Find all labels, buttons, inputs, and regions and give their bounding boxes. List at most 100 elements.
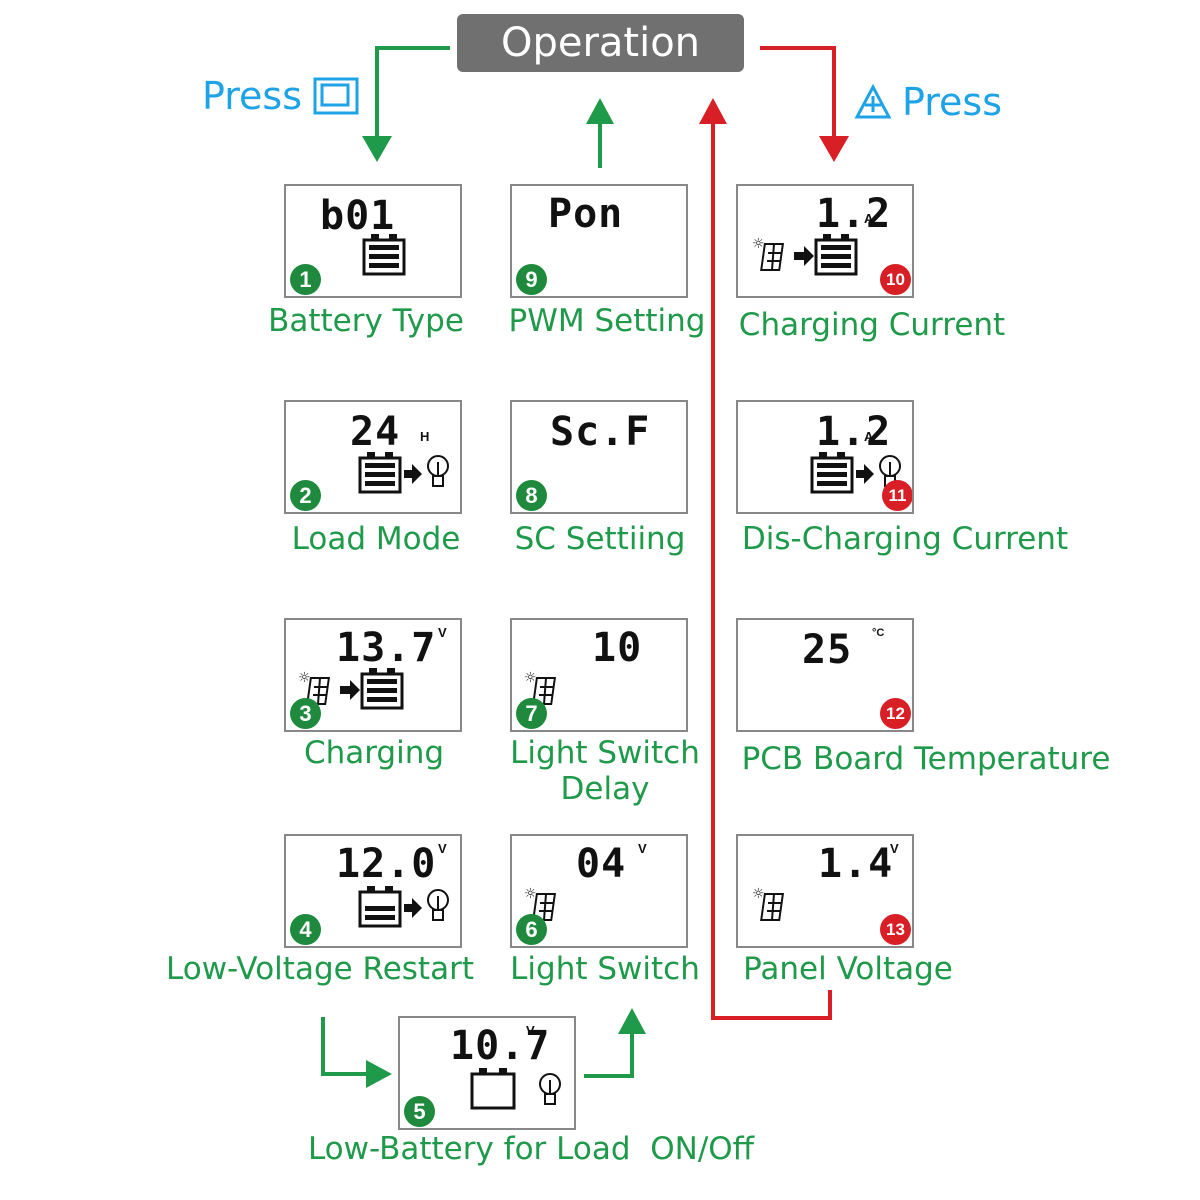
lcd-value: 1.2 <box>816 191 892 237</box>
lcd-value: 1.2 <box>816 409 892 455</box>
step-label-light-switch: Light Switch <box>510 951 700 987</box>
press-up-label: Press <box>902 80 1003 124</box>
press-up-hint: Press <box>854 80 1002 124</box>
lcd-unit: °C <box>872 627 885 639</box>
arrow-right-icon <box>404 464 422 484</box>
step-number-badge: 4 <box>290 914 321 945</box>
arrow-to-charging-current <box>760 46 836 140</box>
step-number-badge: 11 <box>882 480 912 511</box>
lcd-screen-pcb-temperature: 25 °C 12 <box>736 618 914 732</box>
step-label-charging: Charging <box>303 735 445 771</box>
step-number-badge: 1 <box>290 264 321 295</box>
battery-icon <box>810 452 854 494</box>
battery-icon <box>362 234 406 276</box>
lcd-unit: A <box>864 429 874 444</box>
bulb-icon <box>539 1073 561 1105</box>
step-label-discharging-current: Dis-Charging Current <box>741 521 1069 557</box>
step-label-light-switch-delay: Light Switch Delay <box>500 735 710 807</box>
battery-icon <box>358 452 402 494</box>
svg-text:☼: ☼ <box>524 886 537 902</box>
lcd-screen-light-switch: 04 V ☼ 6 <box>510 834 688 948</box>
lcd-screen-charging: 13.7 V ☼ 3 <box>284 618 462 732</box>
svg-text:☼: ☼ <box>752 886 765 902</box>
press-menu-hint: Press <box>202 74 360 118</box>
step-number-badge: 10 <box>880 264 911 295</box>
up-button-icon <box>854 84 892 119</box>
lcd-screen-charging-current: 1.2 A ☼ 10 <box>736 184 914 298</box>
lcd-unit: V <box>890 841 899 856</box>
arrowhead-to-battery-type <box>362 136 392 162</box>
step-number-badge: 6 <box>516 914 547 945</box>
battery-icon <box>814 234 858 276</box>
step-number-badge: 12 <box>880 698 911 729</box>
lcd-screen-pwm-setting: Pon 9 <box>510 184 688 298</box>
step-label-low-battery-load: Low-Battery for Load ON/Off <box>307 1131 755 1167</box>
operation-box: Operation <box>457 14 744 72</box>
arrow-right-icon <box>340 680 360 700</box>
step-label-low-voltage-restart: Low-Voltage Restart <box>166 951 474 987</box>
lcd-value: 13.7 <box>336 625 437 671</box>
lcd-value: b01 <box>320 193 396 239</box>
arrow-right-icon <box>404 898 422 918</box>
step-label-sc-setting: SC Settiing <box>514 521 686 557</box>
step-number-badge: 2 <box>290 480 321 511</box>
battery-low-icon <box>358 886 402 928</box>
lcd-value: Pon <box>548 191 624 237</box>
lcd-screen-load-mode: 24 H 2 <box>284 400 462 514</box>
arrow-right-icon <box>794 246 814 266</box>
step-label-battery-type: Battery Type <box>268 303 464 339</box>
arrow-to-low-battery <box>321 1017 370 1076</box>
lcd-value: Sc.F <box>550 409 651 455</box>
lcd-value: 25 <box>802 627 853 673</box>
svg-text:☼: ☼ <box>298 670 311 686</box>
lcd-unit: V <box>638 841 647 856</box>
arrowhead-to-light-switch <box>618 1008 646 1034</box>
step-label-pwm-setting: PWM Setting <box>508 303 706 339</box>
lcd-screen-battery-type: b01 1 <box>284 184 462 298</box>
lcd-screen-light-switch-delay: 10 ☼ 7 <box>510 618 688 732</box>
arrowhead-to-operation <box>586 98 614 124</box>
arrowhead-return-red <box>699 98 727 124</box>
step-label-load-mode: Load Mode <box>291 521 461 557</box>
bulb-icon <box>427 889 449 921</box>
sun-panel-icon: ☼ <box>752 236 785 271</box>
step-label-charging-current: Charging Current <box>738 307 1006 343</box>
lcd-unit: V <box>438 625 447 640</box>
step-number-badge: 3 <box>290 698 321 729</box>
lcd-value: 1.4 <box>818 841 894 887</box>
step-number-badge: 9 <box>516 264 547 295</box>
lcd-screen-discharging-current: 1.2 A 11 <box>736 400 914 514</box>
lcd-value: 04 <box>576 841 627 887</box>
bulb-icon <box>427 455 449 487</box>
arrow-to-light-switch <box>584 1030 634 1078</box>
lcd-value: 24 <box>350 409 401 455</box>
arrowhead-to-charging-current <box>819 136 849 162</box>
lcd-screen-low-voltage-restart: 12.0 V 4 <box>284 834 462 948</box>
operation-label: Operation <box>500 20 701 66</box>
lcd-value: 10 <box>592 625 643 671</box>
press-menu-label: Press <box>202 74 303 118</box>
step-number-badge: 13 <box>880 914 911 945</box>
step-number-badge: 7 <box>516 698 547 729</box>
arrow-right-icon <box>856 464 874 484</box>
lcd-screen-panel-voltage: 1.4 V ☼ 13 <box>736 834 914 948</box>
lcd-unit: H <box>420 429 430 444</box>
arrowhead-to-low-battery <box>366 1060 392 1088</box>
lcd-unit: V <box>438 841 447 856</box>
label-line-2: Delay <box>560 770 650 807</box>
lcd-screen-low-battery-load: 10.7 V 5 <box>398 1016 576 1130</box>
step-number-badge: 5 <box>404 1096 435 1127</box>
lcd-unit: V <box>526 1023 535 1038</box>
empty-battery-icon <box>470 1068 516 1110</box>
label-line-1: Light Switch <box>510 735 700 771</box>
arrow-to-battery-type <box>375 46 450 140</box>
step-number-badge: 8 <box>516 480 547 511</box>
menu-button-icon <box>313 77 359 115</box>
lcd-screen-sc-setting: Sc.F 8 <box>510 400 688 514</box>
arrow-return-red <box>711 118 832 1020</box>
step-label-panel-voltage: Panel Voltage <box>743 951 953 987</box>
lcd-unit: A <box>864 211 874 226</box>
svg-text:☼: ☼ <box>524 670 537 686</box>
step-label-pcb-temperature: PCB Board Temperature <box>741 741 1111 777</box>
